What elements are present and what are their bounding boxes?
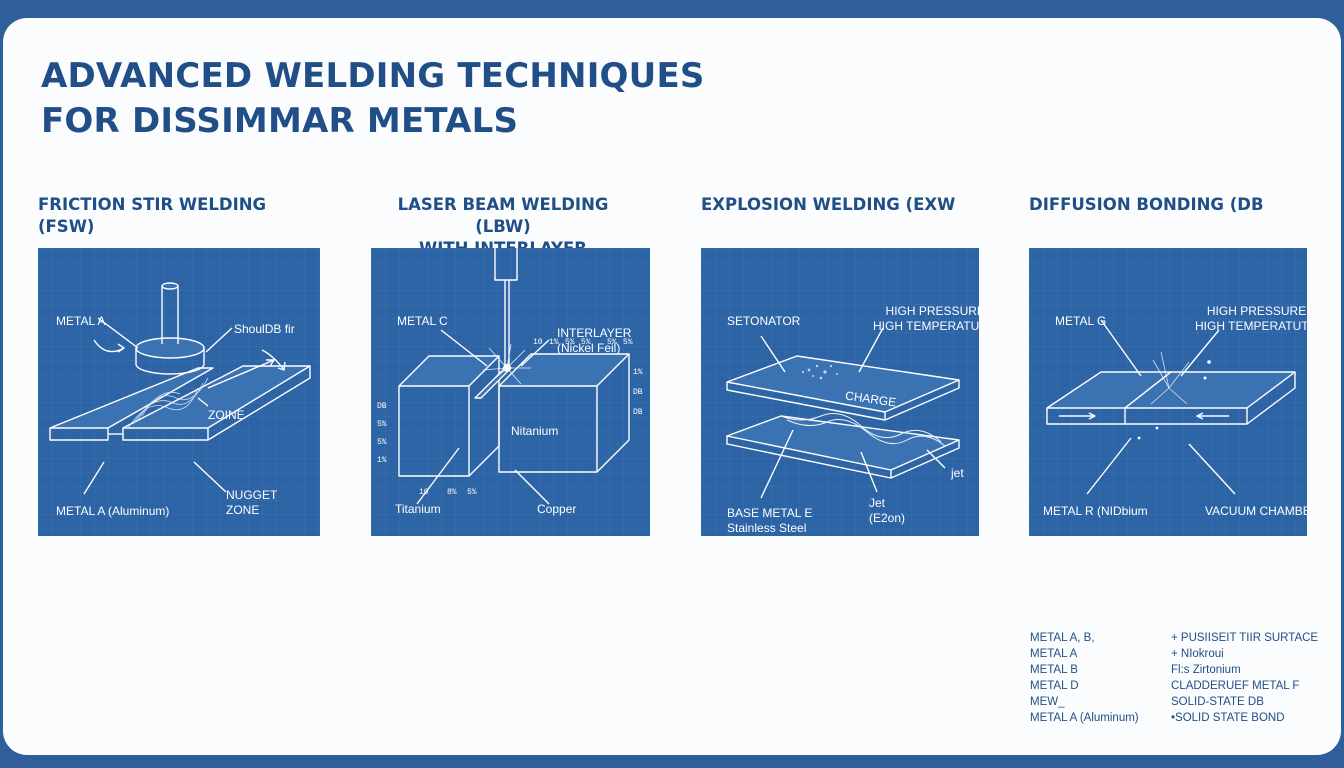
content-card: ADVANCED WELDING TECHNIQUES FOR DISSIMMA… <box>3 18 1341 755</box>
fsw-title: FRICTION STIR WELDING (FSW) <box>38 195 267 236</box>
legend-row: METAL A, B, + PUSIISEIT TIIR SURTACE <box>1030 632 1330 648</box>
lbw-dim-left-3: 1% <box>377 456 387 465</box>
legend-value: Fl:s Zirtonium <box>1171 664 1241 676</box>
fsw-diagram-panel: METAL A ShoulDB fir ZOINE METAL A (Alumi… <box>38 248 320 536</box>
lbw-titanium-label: Titanium <box>395 502 441 516</box>
legend-value: SOLID-STATE DB <box>1171 696 1264 708</box>
lbw-dim-bottom-0: 10 <box>419 488 429 497</box>
db-vacuum-label: VACUUM CHAMBER <box>1205 504 1307 518</box>
lbw-dim-left-2: 5% <box>377 438 387 447</box>
lbw-dim-right-0: 1% <box>633 368 643 377</box>
exw-base-label: BASE METAL E Stainless Steel <box>727 506 813 535</box>
fsw-bottom-left-label: METAL A (Aluminum) <box>56 504 170 518</box>
lbw-metal-c-label: METAL C <box>397 314 448 328</box>
lbw-dim-right-2: DB <box>633 408 643 417</box>
page-title: ADVANCED WELDING TECHNIQUES FOR DISSIMMA… <box>41 54 705 144</box>
lbw-diagram: 10 1% 5% 5% 5% 5% DB 5% 5% 1% 10 8% 5% 1… <box>371 248 650 536</box>
exw-diagram <box>701 248 979 536</box>
exw-jet-bottom-label: Jet (E2on) <box>869 496 906 525</box>
lbw-dim-bottom-2: 5% <box>467 488 477 497</box>
legend-value: + PUSIISEIT TIIR SURTACE <box>1171 632 1319 644</box>
lbw-dim-top-1: 1% <box>549 338 559 347</box>
exw-jet-right-label: jet <box>951 466 964 480</box>
legend-row: METAL D CLADDERUEF METAL F <box>1030 680 1330 696</box>
legend-key: MEW_ <box>1030 696 1065 708</box>
lbw-copper-label: Copper <box>537 502 577 516</box>
fsw-diagram <box>38 248 320 536</box>
db-diagram-panel: METAL G HIGH PRESSURE + HIGH TEMPERATUTE… <box>1029 248 1307 536</box>
lbw-dim-left-0: DB <box>377 402 387 411</box>
exw-pressure-label: HIGH PRESSURE + HIGH TEMPERATUBE <box>873 304 979 333</box>
legend-row: METAL B Fl:s Zirtonium <box>1030 664 1330 680</box>
lbw-dim-top-4: 5% <box>607 338 617 347</box>
exw-diagram-panel: SETONATOR HIGH PRESSURE + HIGH TEMPERATU… <box>701 248 979 536</box>
legend-row: MEW_ SOLID-STATE DB <box>1030 696 1330 712</box>
exw-title: EXPLOSION WELDING (EXW <box>701 195 956 214</box>
legend-key: METAL A <box>1030 648 1078 660</box>
page-title-line-2: FOR DISSIMMAR METALS <box>41 101 519 141</box>
legend-key: METAL D <box>1030 680 1079 692</box>
fsw-zone-label: ZOINE <box>208 408 245 422</box>
lbw-dim-top-5: 5% <box>623 338 633 347</box>
db-metal-g-label: METAL G <box>1055 314 1107 328</box>
db-pressure-label: HIGH PRESSURE + HIGH TEMPERATUTE <box>1195 304 1307 333</box>
legend-value: •SOLID STATE BOND <box>1171 712 1285 724</box>
lbw-dim-top-0: 10 <box>533 338 543 347</box>
db-metal-r-label: METAL R (NIDbium <box>1043 504 1148 518</box>
exw-detonator-label: SETONATOR <box>727 314 801 328</box>
legend-key: METAL A (Aluminum) <box>1030 712 1139 724</box>
lbw-interlayer-label: INTERLAYER (Nickel Feil) <box>557 326 632 355</box>
legend: METAL A, B, + PUSIISEIT TIIR SURTACE MET… <box>1030 632 1330 728</box>
db-title: DIFFUSION BONDING (DB <box>1029 195 1264 214</box>
lbw-dim-top-3: 5% <box>581 338 591 347</box>
lbw-dim-left-1: 5% <box>377 420 387 429</box>
lbw-dim-top-2: 5% <box>565 338 575 347</box>
legend-row: METAL A (Aluminum) •SOLID STATE BOND <box>1030 712 1330 728</box>
lbw-dim-bottom-1: 8% <box>447 488 457 497</box>
lbw-block-right-label: Nitanium <box>511 424 559 438</box>
fsw-metal-a-label: METAL A <box>56 314 106 328</box>
legend-value: CLADDERUEF METAL F <box>1171 680 1300 692</box>
lbw-dim-right-1: DB <box>633 388 643 397</box>
fsw-nugget-label: NUGGET ZONE <box>226 488 278 517</box>
lbw-diagram-panel: 10 1% 5% 5% 5% 5% DB 5% 5% 1% 10 8% 5% 1… <box>371 248 650 536</box>
legend-row: METAL A + NIokroui <box>1030 648 1330 664</box>
fsw-shoulder-label: ShoulDB fir <box>234 322 295 336</box>
legend-key: METAL A, B, <box>1030 632 1095 644</box>
page-title-line-1: ADVANCED WELDING TECHNIQUES <box>41 56 705 96</box>
db-diagram <box>1029 248 1307 536</box>
legend-key: METAL B <box>1030 664 1078 676</box>
legend-value: + NIokroui <box>1171 648 1224 660</box>
